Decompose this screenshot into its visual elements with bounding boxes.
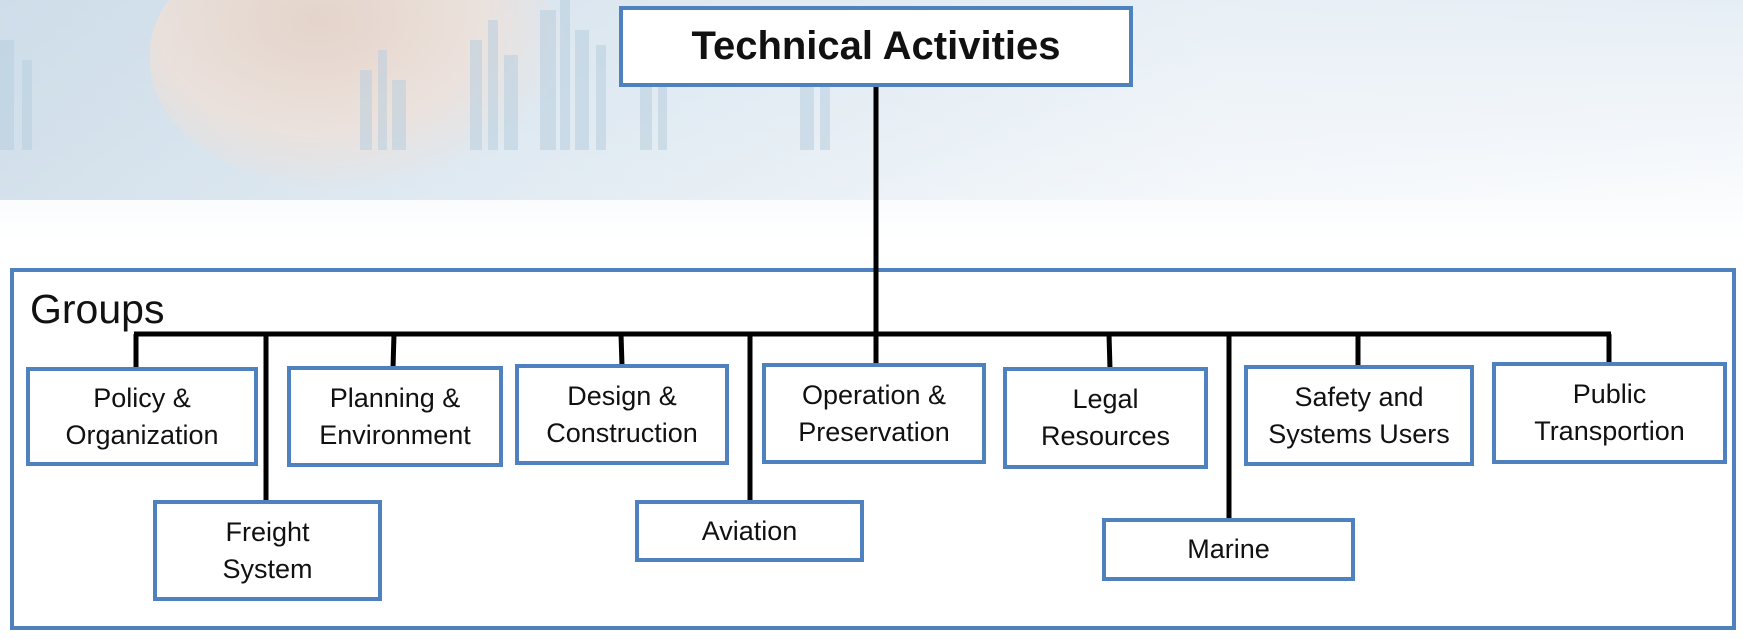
node-aviation: Aviation (635, 500, 864, 562)
node-planning-environment: Planning & Environment (287, 366, 503, 467)
node-technical-activities: Technical Activities (619, 6, 1133, 87)
node-marine: Marine (1102, 518, 1355, 581)
node-public-transportion: Public Transportion (1492, 362, 1727, 464)
drop-design (618, 333, 625, 367)
node-legal-resources: Legal Resources (1003, 367, 1208, 469)
node-policy-organization: Policy & Organization (26, 367, 258, 466)
drop-legal (1106, 333, 1113, 370)
node-safety-systems-users: Safety and Systems Users (1244, 365, 1474, 466)
groups-label: Groups (30, 286, 165, 332)
drop-planning (390, 333, 397, 369)
node-operation-preservation: Operation & Preservation (762, 363, 986, 464)
node-freight-system: Freight System (153, 500, 382, 601)
node-design-construction: Design & Construction (515, 364, 729, 465)
